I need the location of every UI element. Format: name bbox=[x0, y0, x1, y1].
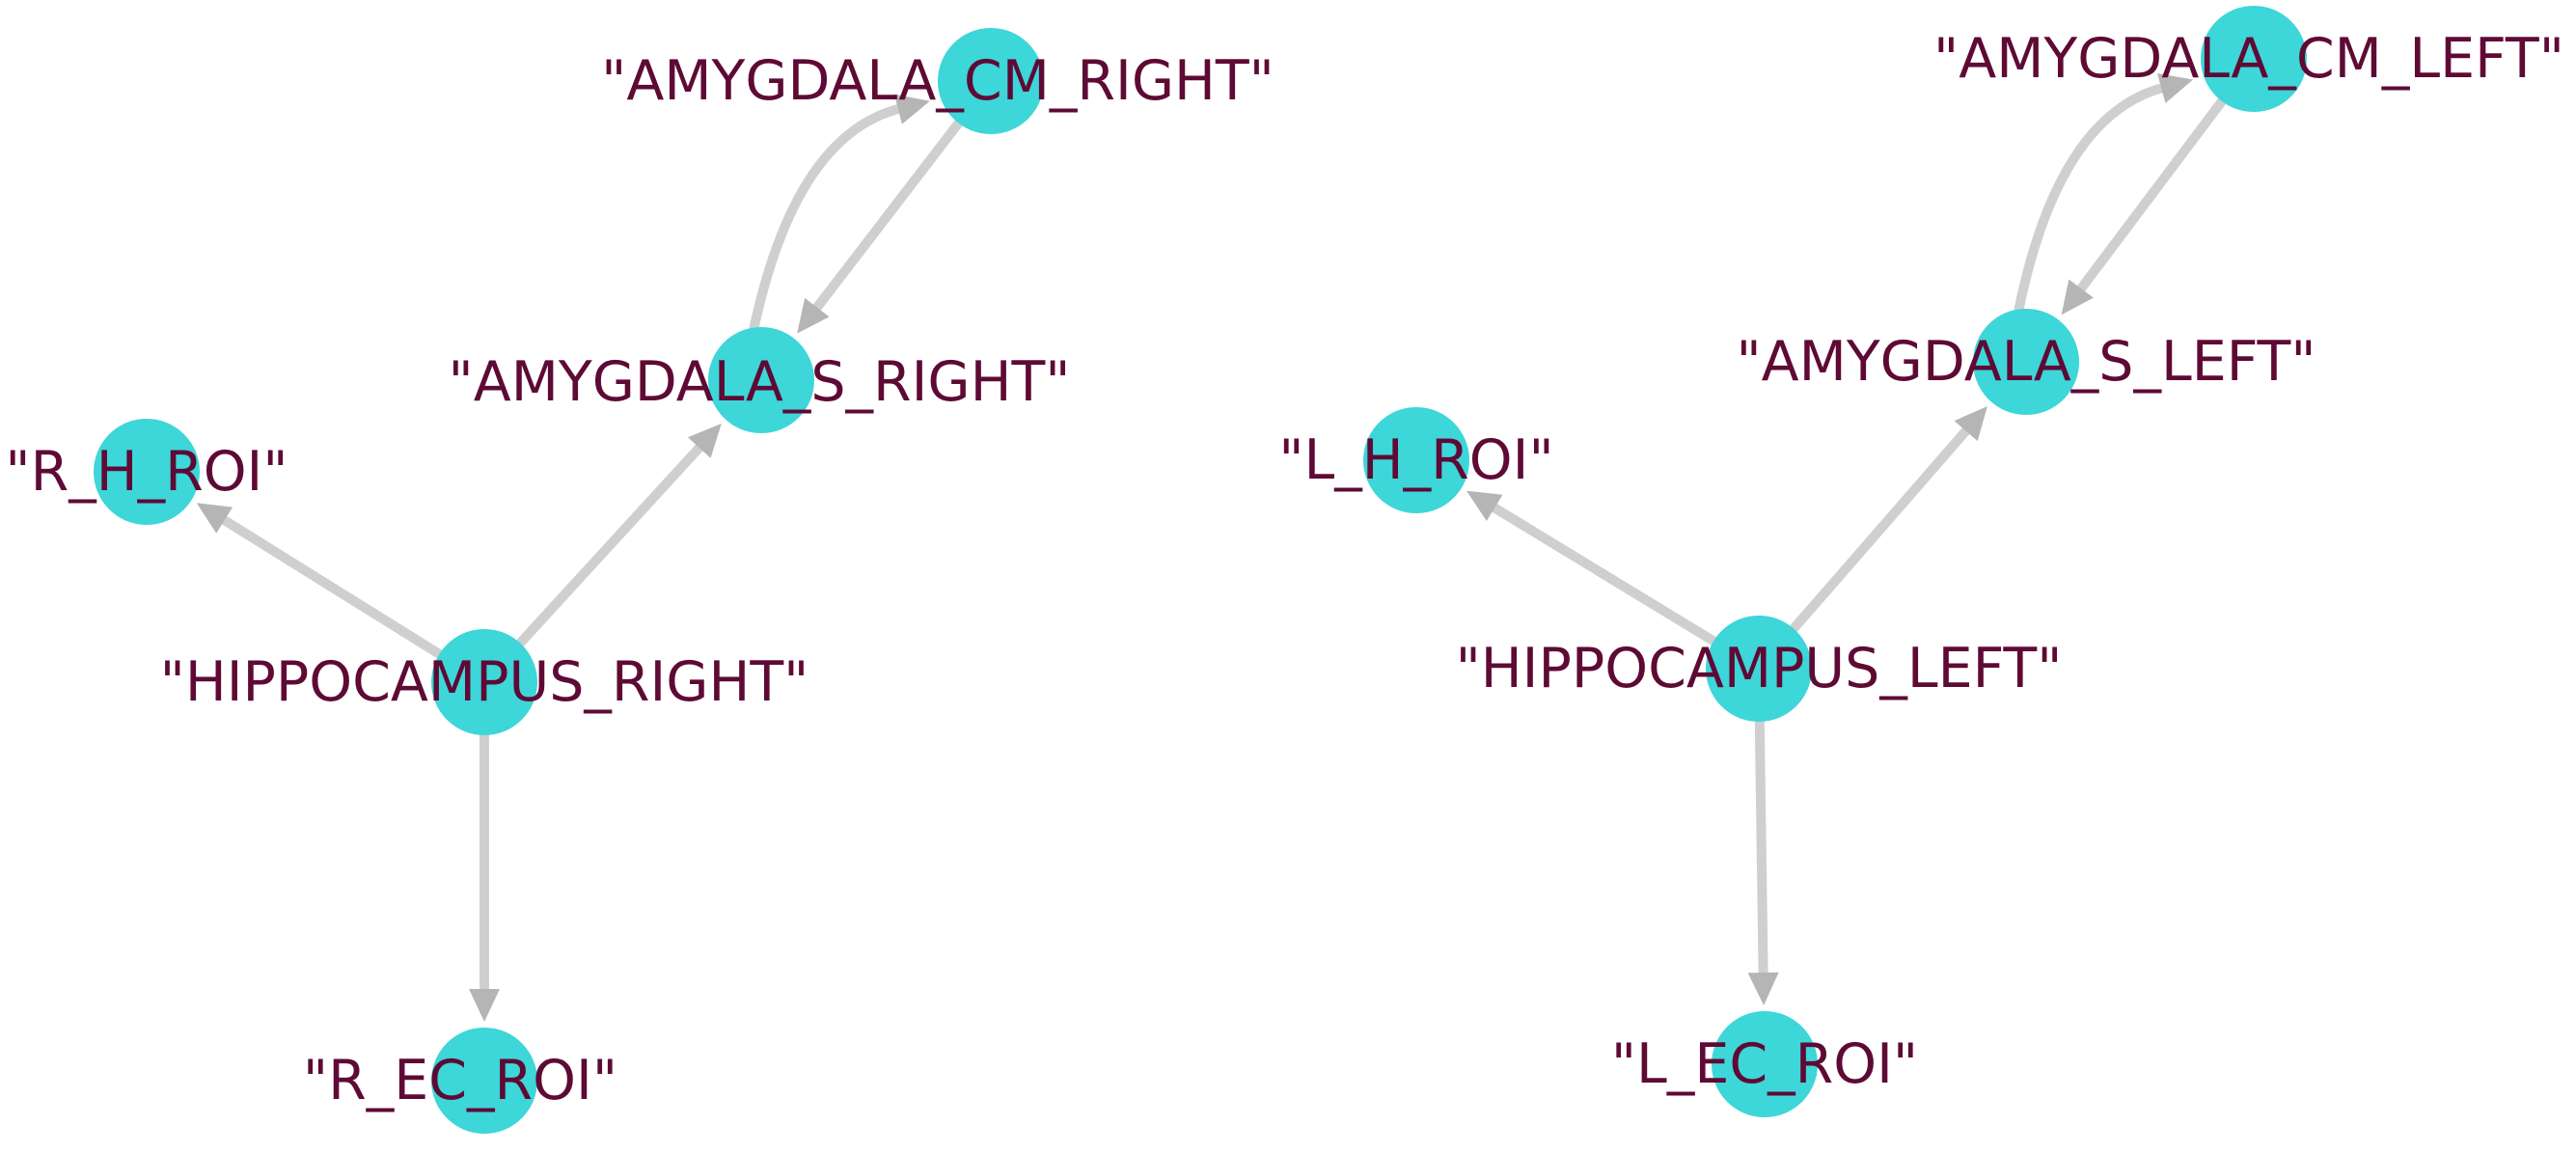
node-l-ec-roi-circle bbox=[1712, 1011, 1818, 1117]
edges-layer bbox=[196, 72, 2227, 1022]
edge-hippocampus-right-to-amygdala-s-right bbox=[515, 440, 707, 648]
edge-hippocampus-right-to-r-ec-roi-arrowhead bbox=[469, 989, 500, 1022]
edge-hippocampus-left-to-l-ec-roi-arrowhead bbox=[1747, 972, 1779, 1006]
node-r-h-roi-label: "R_H_ROI" bbox=[5, 440, 288, 504]
node-l-ec-roi: "L_EC_ROI" bbox=[1611, 1011, 1918, 1117]
node-l-h-roi-label: "L_H_ROI" bbox=[1278, 428, 1553, 492]
node-hippocampus-right: "HIPPOCAMPUS_RIGHT" bbox=[160, 629, 809, 735]
edge-amygdala-cm-left-to-amygdala-s-left-arrowhead bbox=[2061, 279, 2094, 316]
edge-amygdala-cm-right-to-amygdala-s-right-arrowhead bbox=[797, 297, 830, 334]
node-amygdala-cm-right-label: "AMYGDALA_CM_RIGHT" bbox=[601, 49, 1274, 113]
edge-hippocampus-right-to-amygdala-s-right-arrowhead bbox=[688, 423, 722, 458]
node-l-h-roi-circle bbox=[1363, 407, 1469, 513]
node-amygdala-s-right-label: "AMYGDALA_S_RIGHT" bbox=[449, 350, 1071, 414]
edge-hippocampus-left-to-l-h-roi-arrowhead bbox=[1466, 490, 1503, 522]
node-r-ec-roi-label: "R_EC_ROI" bbox=[303, 1049, 617, 1112]
node-amygdala-cm-right-circle bbox=[938, 28, 1044, 134]
edge-amygdala-cm-left-to-amygdala-s-left bbox=[2073, 96, 2227, 297]
node-amygdala-cm-right: "AMYGDALA_CM_RIGHT" bbox=[601, 28, 1274, 134]
edge-amygdala-cm-right-to-amygdala-s-right bbox=[809, 118, 964, 316]
edge-amygdala-s-right-to-amygdala-cm-right-arrowhead bbox=[893, 94, 930, 124]
node-hippocampus-right-label: "HIPPOCAMPUS_RIGHT" bbox=[160, 650, 809, 714]
edge-hippocampus-left-to-l-h-roi bbox=[1486, 501, 1719, 646]
node-amygdala-cm-left-label: "AMYGDALA_CM_LEFT" bbox=[1933, 27, 2564, 91]
edge-amygdala-s-left-to-amygdala-cm-left-arrowhead bbox=[2157, 72, 2194, 103]
node-r-ec-roi-circle bbox=[431, 1028, 537, 1134]
node-l-h-roi: "L_H_ROI" bbox=[1278, 407, 1554, 513]
node-r-h-roi: "R_H_ROI" bbox=[5, 419, 288, 525]
node-hippocampus-left-label: "HIPPOCAMPUS_LEFT" bbox=[1456, 637, 2063, 700]
node-l-ec-roi-label: "L_EC_ROI" bbox=[1611, 1032, 1918, 1096]
node-amygdala-s-right-circle bbox=[708, 327, 814, 433]
node-amygdala-cm-left-circle bbox=[2201, 6, 2307, 112]
edge-hippocampus-right-to-r-h-roi-arrowhead bbox=[196, 503, 233, 534]
edge-hippocampus-right-to-r-h-roi bbox=[216, 513, 445, 659]
node-r-ec-roi: "R_EC_ROI" bbox=[303, 1028, 617, 1134]
edge-amygdala-s-right-to-amygdala-cm-right bbox=[749, 102, 909, 335]
edge-amygdala-s-left-to-amygdala-cm-left bbox=[2014, 81, 2173, 316]
node-amygdala-s-right: "AMYGDALA_S_RIGHT" bbox=[449, 327, 1071, 433]
node-hippocampus-left-circle bbox=[1706, 616, 1812, 722]
node-hippocampus-right-circle bbox=[431, 629, 537, 735]
node-hippocampus-left: "HIPPOCAMPUS_LEFT" bbox=[1456, 616, 2063, 722]
edge-hippocampus-left-to-l-ec-roi bbox=[1754, 716, 1768, 982]
nodes-layer: "AMYGDALA_CM_RIGHT" "AMYGDALA_S_RIGHT" "R_… bbox=[5, 6, 2564, 1134]
node-amygdala-cm-left: "AMYGDALA_CM_LEFT" bbox=[1933, 6, 2564, 112]
node-amygdala-s-left: "AMYGDALA_S_LEFT" bbox=[1736, 309, 2316, 415]
edge-hippocampus-left-to-amygdala-s-left bbox=[1789, 423, 1974, 634]
edge-hippocampus-left-to-amygdala-s-left-arrowhead bbox=[1954, 405, 1987, 442]
node-amygdala-s-left-label: "AMYGDALA_S_LEFT" bbox=[1736, 330, 2316, 394]
node-r-h-roi-circle bbox=[94, 419, 200, 525]
node-amygdala-s-left-circle bbox=[1973, 309, 2079, 415]
